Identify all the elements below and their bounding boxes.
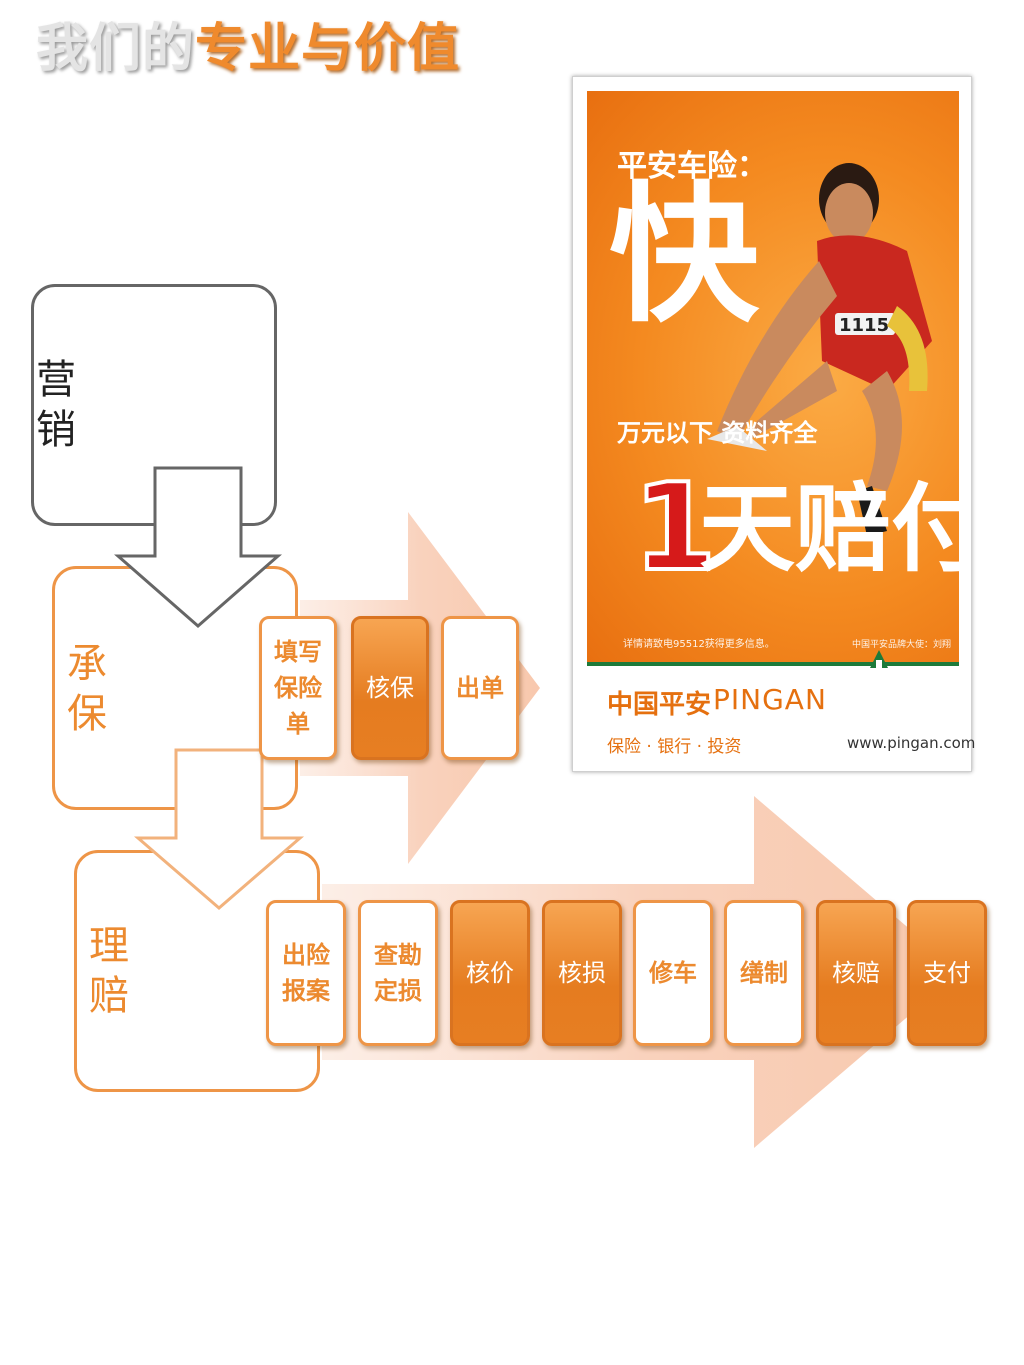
down-arrow-marketing-to-underwriting [114, 466, 282, 628]
claim-step-label: 核赔 [832, 959, 880, 987]
poster-slogan: 天赔付 [699, 473, 959, 585]
claim-step[interactable]: 核价 [450, 900, 530, 1046]
poster-number: 1 [631, 459, 718, 598]
poster-headline: 平安车险： [617, 149, 767, 184]
uw-step-label: 填写保险单 [274, 638, 322, 738]
uw-step-label: 出单 [456, 674, 504, 702]
stage-marketing-label: 营销 [36, 357, 76, 453]
page-title: 我们的专业与价值 [36, 6, 460, 81]
claim-step-label: 查勘定损 [374, 941, 422, 1005]
poster-brand-chinese: 中国平安 [607, 690, 712, 720]
poster-big-character: 快 [609, 169, 760, 343]
pingan-poster: 1115 平安车险： 快 万元以下 资料齐全 1 天赔付 详情请致电95512获… [572, 76, 976, 772]
athlete-illustration: 1115 [707, 163, 932, 536]
claim-step-label: 核价 [466, 959, 514, 987]
down-arrow-underwriting-to-claims [133, 748, 305, 910]
poster-url: www.pingan.com [847, 734, 976, 752]
pingan-logo-icon [870, 650, 888, 668]
athlete-bib-number: 1115 [839, 315, 889, 336]
claim-step[interactable]: 修车 [633, 900, 713, 1046]
claim-step[interactable]: 支付 [907, 900, 987, 1046]
claim-step-label: 支付 [923, 959, 971, 987]
poster-fine-print-right: 中国平安品牌大使：刘翔 [851, 640, 951, 650]
uw-step[interactable]: 填写保险单 [259, 616, 337, 760]
poster-green-bar [587, 662, 959, 666]
poster-tagline: 保险 · 银行 · 投资 [607, 737, 742, 757]
title-part-1: 我们的 [36, 19, 196, 79]
claim-step[interactable]: 出险报案 [266, 900, 346, 1046]
uw-step[interactable]: 核保 [351, 616, 429, 760]
poster-fine-print: 详情请致电95512获得更多信息。 [623, 639, 775, 650]
claim-step-label: 核损 [558, 959, 606, 987]
stage-claims-label: 理赔 [89, 923, 129, 1019]
claim-step[interactable]: 缮制 [724, 900, 804, 1046]
poster-artwork: 1115 平安车险： 快 万元以下 资料齐全 1 天赔付 详情请致电95512获… [587, 91, 959, 666]
uw-step[interactable]: 出单 [441, 616, 519, 760]
uw-step-label: 核保 [366, 674, 414, 702]
poster-brand-english: PINGAN [713, 683, 827, 716]
claim-step[interactable]: 核赔 [816, 900, 896, 1046]
claim-step[interactable]: 查勘定损 [358, 900, 438, 1046]
stage-underwriting-label: 承保 [67, 641, 107, 737]
claim-step-label: 修车 [649, 959, 697, 987]
claim-step-label: 缮制 [740, 959, 788, 987]
poster-subline: 万元以下 资料齐全 [617, 419, 818, 447]
title-part-2: 专业与价值 [195, 19, 461, 79]
claim-step[interactable]: 核损 [542, 900, 622, 1046]
claim-step-label: 出险报案 [282, 941, 330, 1005]
